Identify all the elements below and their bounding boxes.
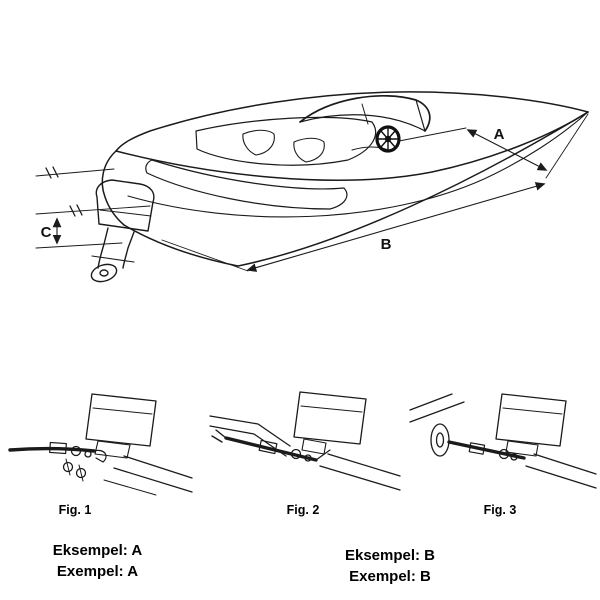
figure-2-caption: Fig. 2	[286, 503, 320, 517]
example-b-block: Eksempel: B Exempel: B	[290, 545, 490, 587]
dimension-label-c: C	[41, 224, 52, 241]
dimension-label-a: A	[494, 126, 505, 143]
dimension-line-a	[466, 129, 548, 171]
motor-cowl	[85, 393, 157, 447]
dimension-line-b	[246, 182, 546, 272]
motor-bracket	[301, 438, 327, 455]
example-a-line1: Eksempel: A	[52, 542, 143, 559]
seat-2	[293, 137, 325, 163]
dimension-lines	[35, 113, 589, 272]
motor-bracket	[94, 440, 131, 459]
steering-rod	[447, 440, 526, 460]
seat-1	[242, 129, 275, 156]
propeller	[90, 263, 118, 283]
figure-3-drawing	[409, 393, 597, 489]
figure-2-drawing	[209, 391, 401, 491]
example-b-line1: Eksempel: B	[344, 547, 436, 564]
windshield	[299, 94, 431, 132]
steering-cable	[8, 446, 96, 453]
example-a-line2: Exempel: A	[56, 563, 139, 580]
steering-wheel	[375, 125, 401, 153]
steering-drum	[430, 423, 450, 457]
outboard-motor	[90, 179, 155, 283]
steering-rod	[224, 436, 318, 462]
motor-cowl	[495, 393, 567, 447]
boat-diagram: A B C	[35, 91, 589, 283]
example-b-line2: Exempel: B	[349, 568, 431, 585]
figure-1-caption: Fig. 1	[58, 503, 92, 517]
dimension-label-b: B	[381, 236, 392, 253]
figure-1-drawing	[8, 393, 193, 496]
example-a-block: Eksempel: A Exempel: A	[15, 540, 180, 582]
motor-cowl	[293, 391, 367, 445]
motor-bracket	[505, 440, 539, 457]
figure-3-caption: Fig. 3	[483, 503, 517, 517]
